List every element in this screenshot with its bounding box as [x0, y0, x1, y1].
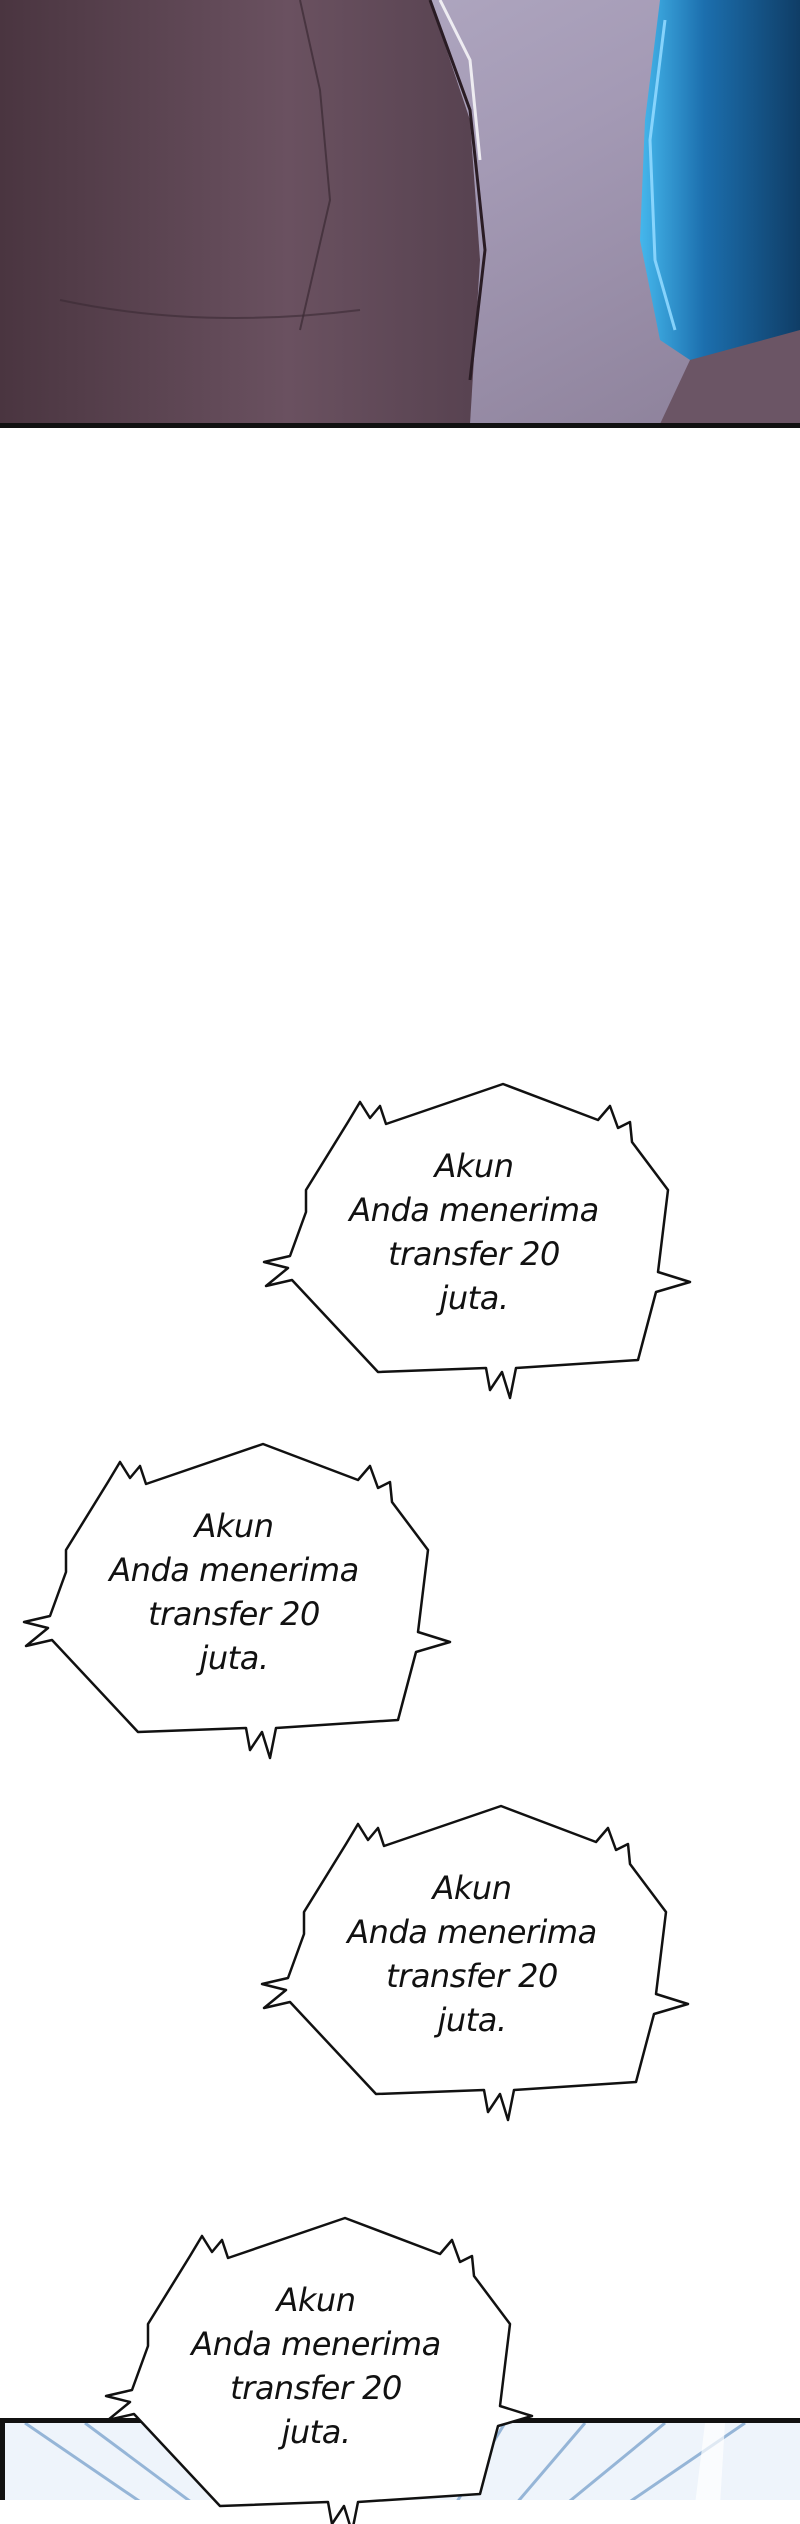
blue-hair-character-shoulder — [660, 330, 800, 423]
bubble-line: transfer 20 — [230, 2369, 402, 2407]
bubble-message: Akun Anda menerima transfer 20 juta. — [100, 2278, 532, 2454]
character-back-jacket — [0, 0, 480, 423]
bubble-line: Anda menerima — [349, 1191, 599, 1229]
bubble-line: juta. — [437, 2001, 508, 2039]
bubble-line: Anda menerima — [109, 1551, 359, 1589]
bubble-message: Akun Anda menerima transfer 20 juta. — [258, 1144, 690, 1320]
top-comic-panel — [0, 0, 800, 428]
bubble-line: transfer 20 — [386, 1957, 558, 1995]
jacket-crease-line — [299, 0, 332, 331]
speech-bubble-4: Akun Anda menerima transfer 20 juta. — [100, 2206, 534, 2524]
speech-bubble-1: Akun Anda menerima transfer 20 juta. — [258, 1072, 692, 1400]
hair-highlight — [648, 19, 677, 331]
jacket-highlight — [438, 0, 482, 161]
bubble-line: juta. — [281, 2413, 352, 2451]
speech-bubble-3: Akun Anda menerima transfer 20 juta. — [256, 1794, 690, 2122]
bubble-line: Akun — [194, 1507, 274, 1545]
top-panel-artwork — [0, 0, 800, 423]
bubble-line: juta. — [199, 1639, 270, 1677]
bubble-outline — [104, 2216, 534, 2524]
bubble-line: transfer 20 — [388, 1235, 560, 1273]
bubble-message: Akun Anda menerima transfer 20 juta. — [18, 1504, 450, 1680]
bubble-line: Anda menerima — [191, 2325, 441, 2363]
bubble-line: Akun — [276, 2281, 356, 2319]
jacket-edge-line — [428, 0, 487, 381]
bubble-line: Anda menerima — [347, 1913, 597, 1951]
bubble-line: Akun — [432, 1869, 512, 1907]
jacket-fold-line — [59, 299, 361, 319]
bubble-outline — [22, 1442, 452, 1760]
bubble-line: Akun — [434, 1147, 514, 1185]
bubble-line: transfer 20 — [148, 1595, 320, 1633]
blue-hair-character — [640, 0, 800, 423]
bubble-message: Akun Anda menerima transfer 20 juta. — [256, 1866, 688, 2042]
bubble-outline — [260, 1804, 690, 2122]
bubble-line: juta. — [439, 1279, 510, 1317]
bubble-outline — [262, 1082, 692, 1400]
speech-bubble-2: Akun Anda menerima transfer 20 juta. — [18, 1432, 452, 1760]
